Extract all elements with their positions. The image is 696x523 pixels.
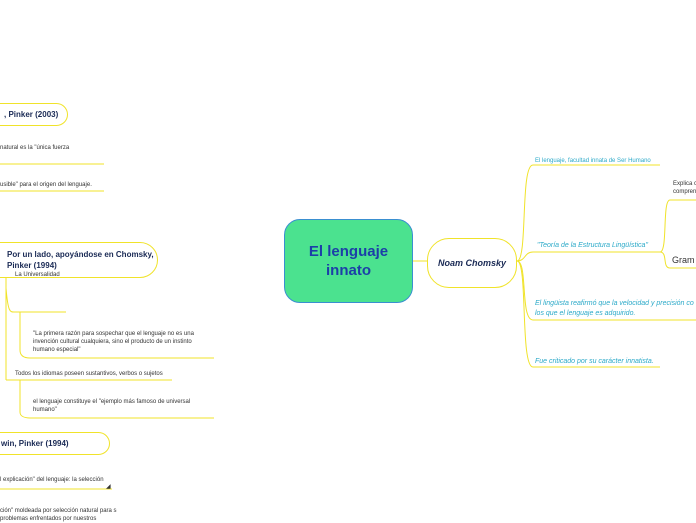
right-item-2[interactable]: "Teoría de la Estructura Lingüística" (537, 242, 648, 249)
topic1-item-2[interactable]: usible" para el origen del lenguaje. (0, 182, 92, 188)
central-title: El lenguaje innato (308, 243, 389, 279)
right-item-4[interactable]: Fue criticado por su carácter innatista. (535, 358, 654, 365)
right-sub-2[interactable]: Gram (672, 255, 695, 265)
right-item-1[interactable]: El lenguaje, facultad innata de Ser Huma… (535, 158, 651, 164)
topic2-item-universal[interactable]: el lenguaje constituye el "ejemplo más f… (33, 399, 191, 413)
topic-darwin-pinker[interactable]: win, Pinker (1994) (0, 432, 110, 455)
topic3-item-2[interactable]: ción" moldeada por selección natural par… (0, 508, 117, 522)
topic-pinker-2003[interactable]: , Pinker (2003) (0, 103, 68, 126)
topic2-item-idiomas[interactable]: Todos los idiomas poseen sustantivos, ve… (15, 371, 163, 377)
chomsky-label: Noam Chomsky (437, 257, 507, 268)
right-item-3[interactable]: El lingüista reafirmó que la velocidad y… (535, 300, 694, 317)
topic-pinker-1994-label: Por un lado, apoyándose en Chomsky, Pink… (7, 250, 154, 270)
topic-pinker-1994[interactable]: Por un lado, apoyándose en Chomsky, Pink… (0, 242, 158, 278)
collapse-arrow-icon[interactable]: ◢ (106, 484, 111, 490)
topic2-item-quote[interactable]: "La primera razón para sospechar que el … (33, 331, 194, 353)
right-sub-1[interactable]: Explica c compren (673, 181, 696, 195)
central-topic[interactable]: El lenguaje innato (284, 219, 413, 303)
chomsky-node[interactable]: Noam Chomsky (427, 238, 517, 288)
topic-pinker-2003-label: , Pinker (2003) (4, 110, 59, 119)
topic2-item-universalidad[interactable]: La Universalidad (15, 272, 60, 278)
topic1-item-1[interactable]: natural es la "única fuerza (0, 145, 70, 151)
topic-darwin-pinker-label: win, Pinker (1994) (1, 439, 69, 448)
topic3-item-1[interactable]: l explicación" del lenguaje: la selecció… (0, 477, 104, 483)
